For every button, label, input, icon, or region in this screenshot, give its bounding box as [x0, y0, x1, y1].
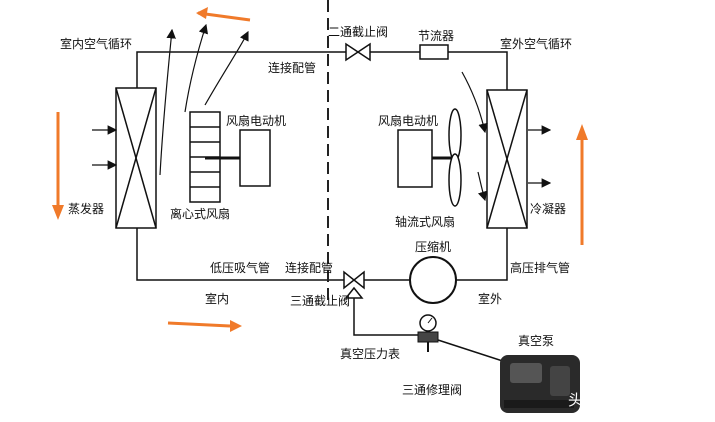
three-way-valve-label: 三通截止阀: [290, 294, 350, 308]
left-fan-motor: [239, 129, 271, 187]
watermark: 头条 @小雨滴电子: [568, 391, 693, 409]
vacuum-pump-symbol: [500, 355, 580, 413]
evaporator-label: 蒸发器: [68, 201, 104, 216]
throttle-symbol: [419, 44, 449, 60]
outdoor-airflow-arrows: [461, 71, 552, 202]
two-way-valve-label: 二通截止阀: [328, 25, 388, 39]
outdoor-air-label: 室外空气循环: [500, 36, 572, 51]
service-valve-label: 三通修理阀: [402, 382, 462, 397]
flow-direction-arrows: [52, 7, 588, 332]
fan-motor-right-label: 风扇电动机: [378, 113, 438, 128]
compressor-symbol: [409, 256, 457, 304]
vacuum-pump-label: 真空泵: [518, 334, 554, 348]
indoor-label: 室内: [205, 291, 229, 306]
indoor-airflow-arrows: [92, 23, 249, 176]
high-pressure-pipe-label: 高压排气管: [510, 260, 570, 275]
indoor-air-label: 室内空气循环: [60, 36, 132, 51]
pipe-circuit: [136, 51, 516, 366]
evaporator-coil: [115, 87, 157, 229]
vacuum-gauge-label: 真空压力表: [340, 347, 400, 361]
centrifugal-fan-label: 离心式风扇: [170, 206, 230, 221]
low-pressure-pipe-label: 低压吸气管: [210, 260, 270, 275]
compressor-label: 压缩机: [415, 239, 451, 254]
axial-fan: [448, 108, 462, 207]
throttle-label: 节流器: [418, 29, 454, 43]
three-way-valve-symbol: [343, 270, 365, 299]
fan-motor-left-label: 风扇电动机: [226, 113, 286, 128]
connecting-pipe-bottom-label: 连接配管: [285, 260, 333, 275]
outdoor-label: 室外: [478, 291, 502, 306]
right-fan-motor: [397, 129, 433, 188]
condenser-label: 冷凝器: [530, 201, 566, 216]
two-way-valve-symbol: [345, 42, 371, 62]
connecting-pipe-top-label: 连接配管: [268, 60, 316, 75]
vacuum-gauge-symbol: [417, 314, 439, 352]
condenser-coil: [486, 89, 528, 229]
axial-fan-label: 轴流式风扇: [395, 214, 455, 229]
